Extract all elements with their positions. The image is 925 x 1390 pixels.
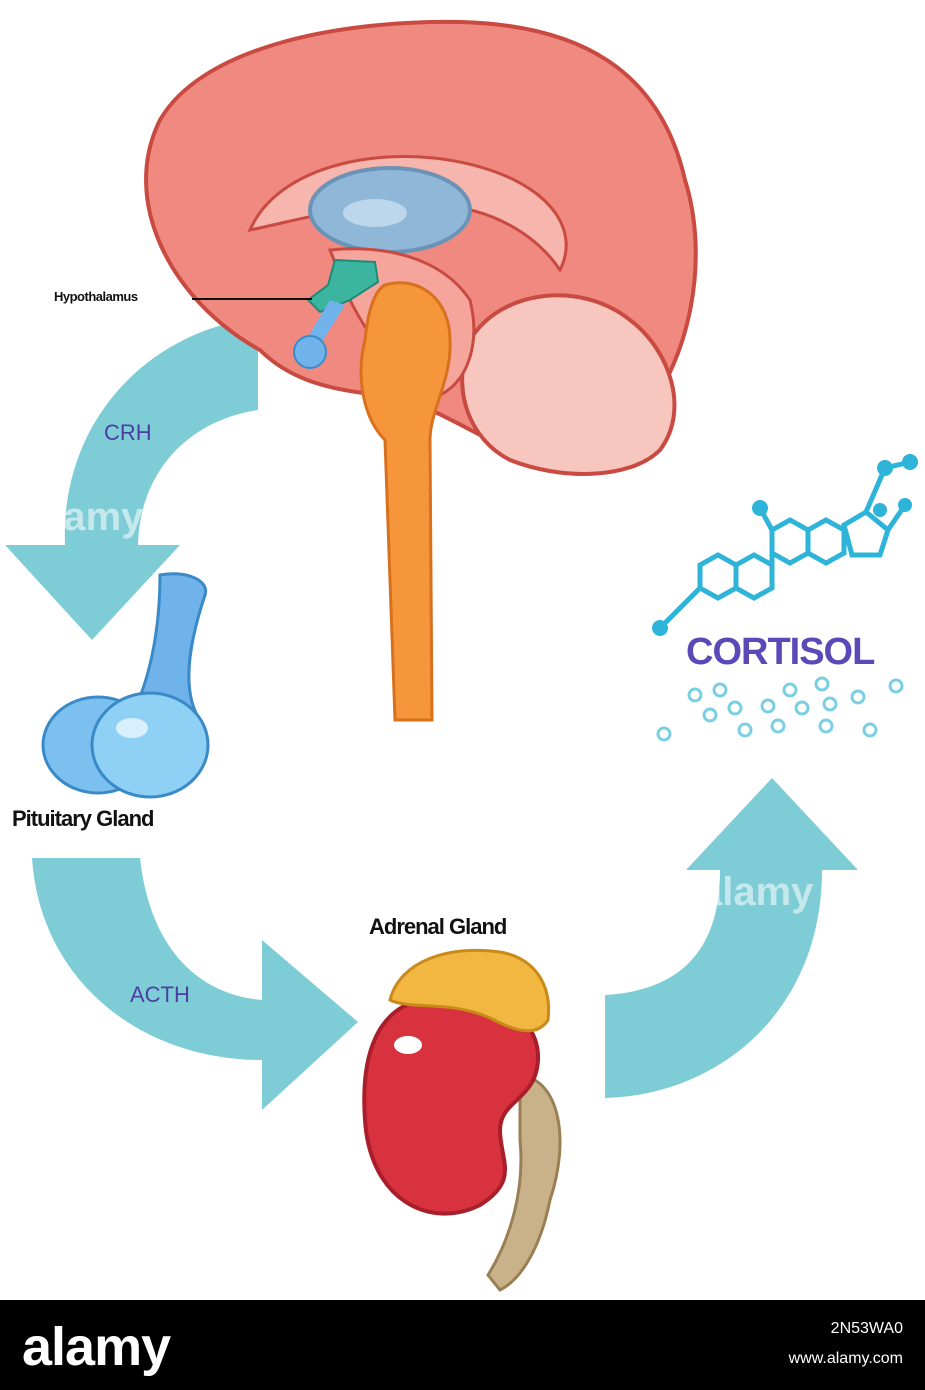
crh-arrow — [5, 318, 258, 640]
pituitary-bud — [294, 336, 326, 368]
bubble — [796, 702, 808, 714]
bubble — [704, 709, 716, 721]
footer-logo: alamy — [22, 1316, 170, 1378]
bubble — [762, 700, 774, 712]
kidney-highlight — [394, 1036, 422, 1054]
brainstem — [361, 283, 450, 720]
crh-label: CRH — [104, 420, 152, 446]
molecule-atom — [752, 500, 768, 516]
cortisol-arrow — [605, 778, 858, 1098]
adrenal-label: Adrenal Gland — [369, 914, 506, 940]
pituitary-highlight — [116, 718, 148, 738]
cortisol-bubbles — [658, 678, 902, 740]
molecule-ring-3 — [772, 520, 808, 563]
bubble — [852, 691, 864, 703]
molecule-bond — [660, 588, 700, 628]
bubble — [824, 698, 836, 710]
bubble — [820, 720, 832, 732]
acth-arrow — [32, 858, 358, 1110]
bubble — [714, 684, 726, 696]
bubble — [784, 684, 796, 696]
molecule-atom — [873, 503, 887, 517]
bubble — [729, 702, 741, 714]
pituitary-label: Pituitary Gland — [12, 806, 153, 832]
molecule-ring-1 — [700, 555, 736, 598]
molecule-atom — [652, 620, 668, 636]
molecule-ring-4 — [808, 520, 844, 563]
molecule-ring-5 — [844, 512, 888, 555]
footer-image-id: 2N53WA0 — [831, 1320, 903, 1338]
bubble — [864, 724, 876, 736]
pituitary-lobe-right — [92, 693, 208, 797]
watermark-text: alamy — [30, 495, 143, 540]
adrenal-kidney — [364, 950, 560, 1290]
acth-label: ACTH — [130, 982, 190, 1008]
footer-url: www.alamy.com — [789, 1350, 903, 1368]
bubble — [689, 689, 701, 701]
bubble — [890, 680, 902, 692]
bubble — [772, 720, 784, 732]
watermark-text: alamy — [700, 870, 813, 915]
cortisol-molecule — [660, 462, 910, 628]
bubble — [816, 678, 828, 690]
hypothalamus-label: Hypothalamus — [54, 289, 138, 304]
molecule-atom — [898, 498, 912, 512]
molecule-atom — [902, 454, 918, 470]
ventricle-highlight — [343, 199, 407, 227]
molecule-ring-2 — [736, 555, 772, 598]
cortisol-label: CORTISOL — [686, 631, 874, 674]
bubble — [739, 724, 751, 736]
stock-footer: alamy 2N53WA0 www.alamy.com — [0, 1300, 925, 1390]
molecule-atom — [877, 460, 893, 476]
bubble — [658, 728, 670, 740]
